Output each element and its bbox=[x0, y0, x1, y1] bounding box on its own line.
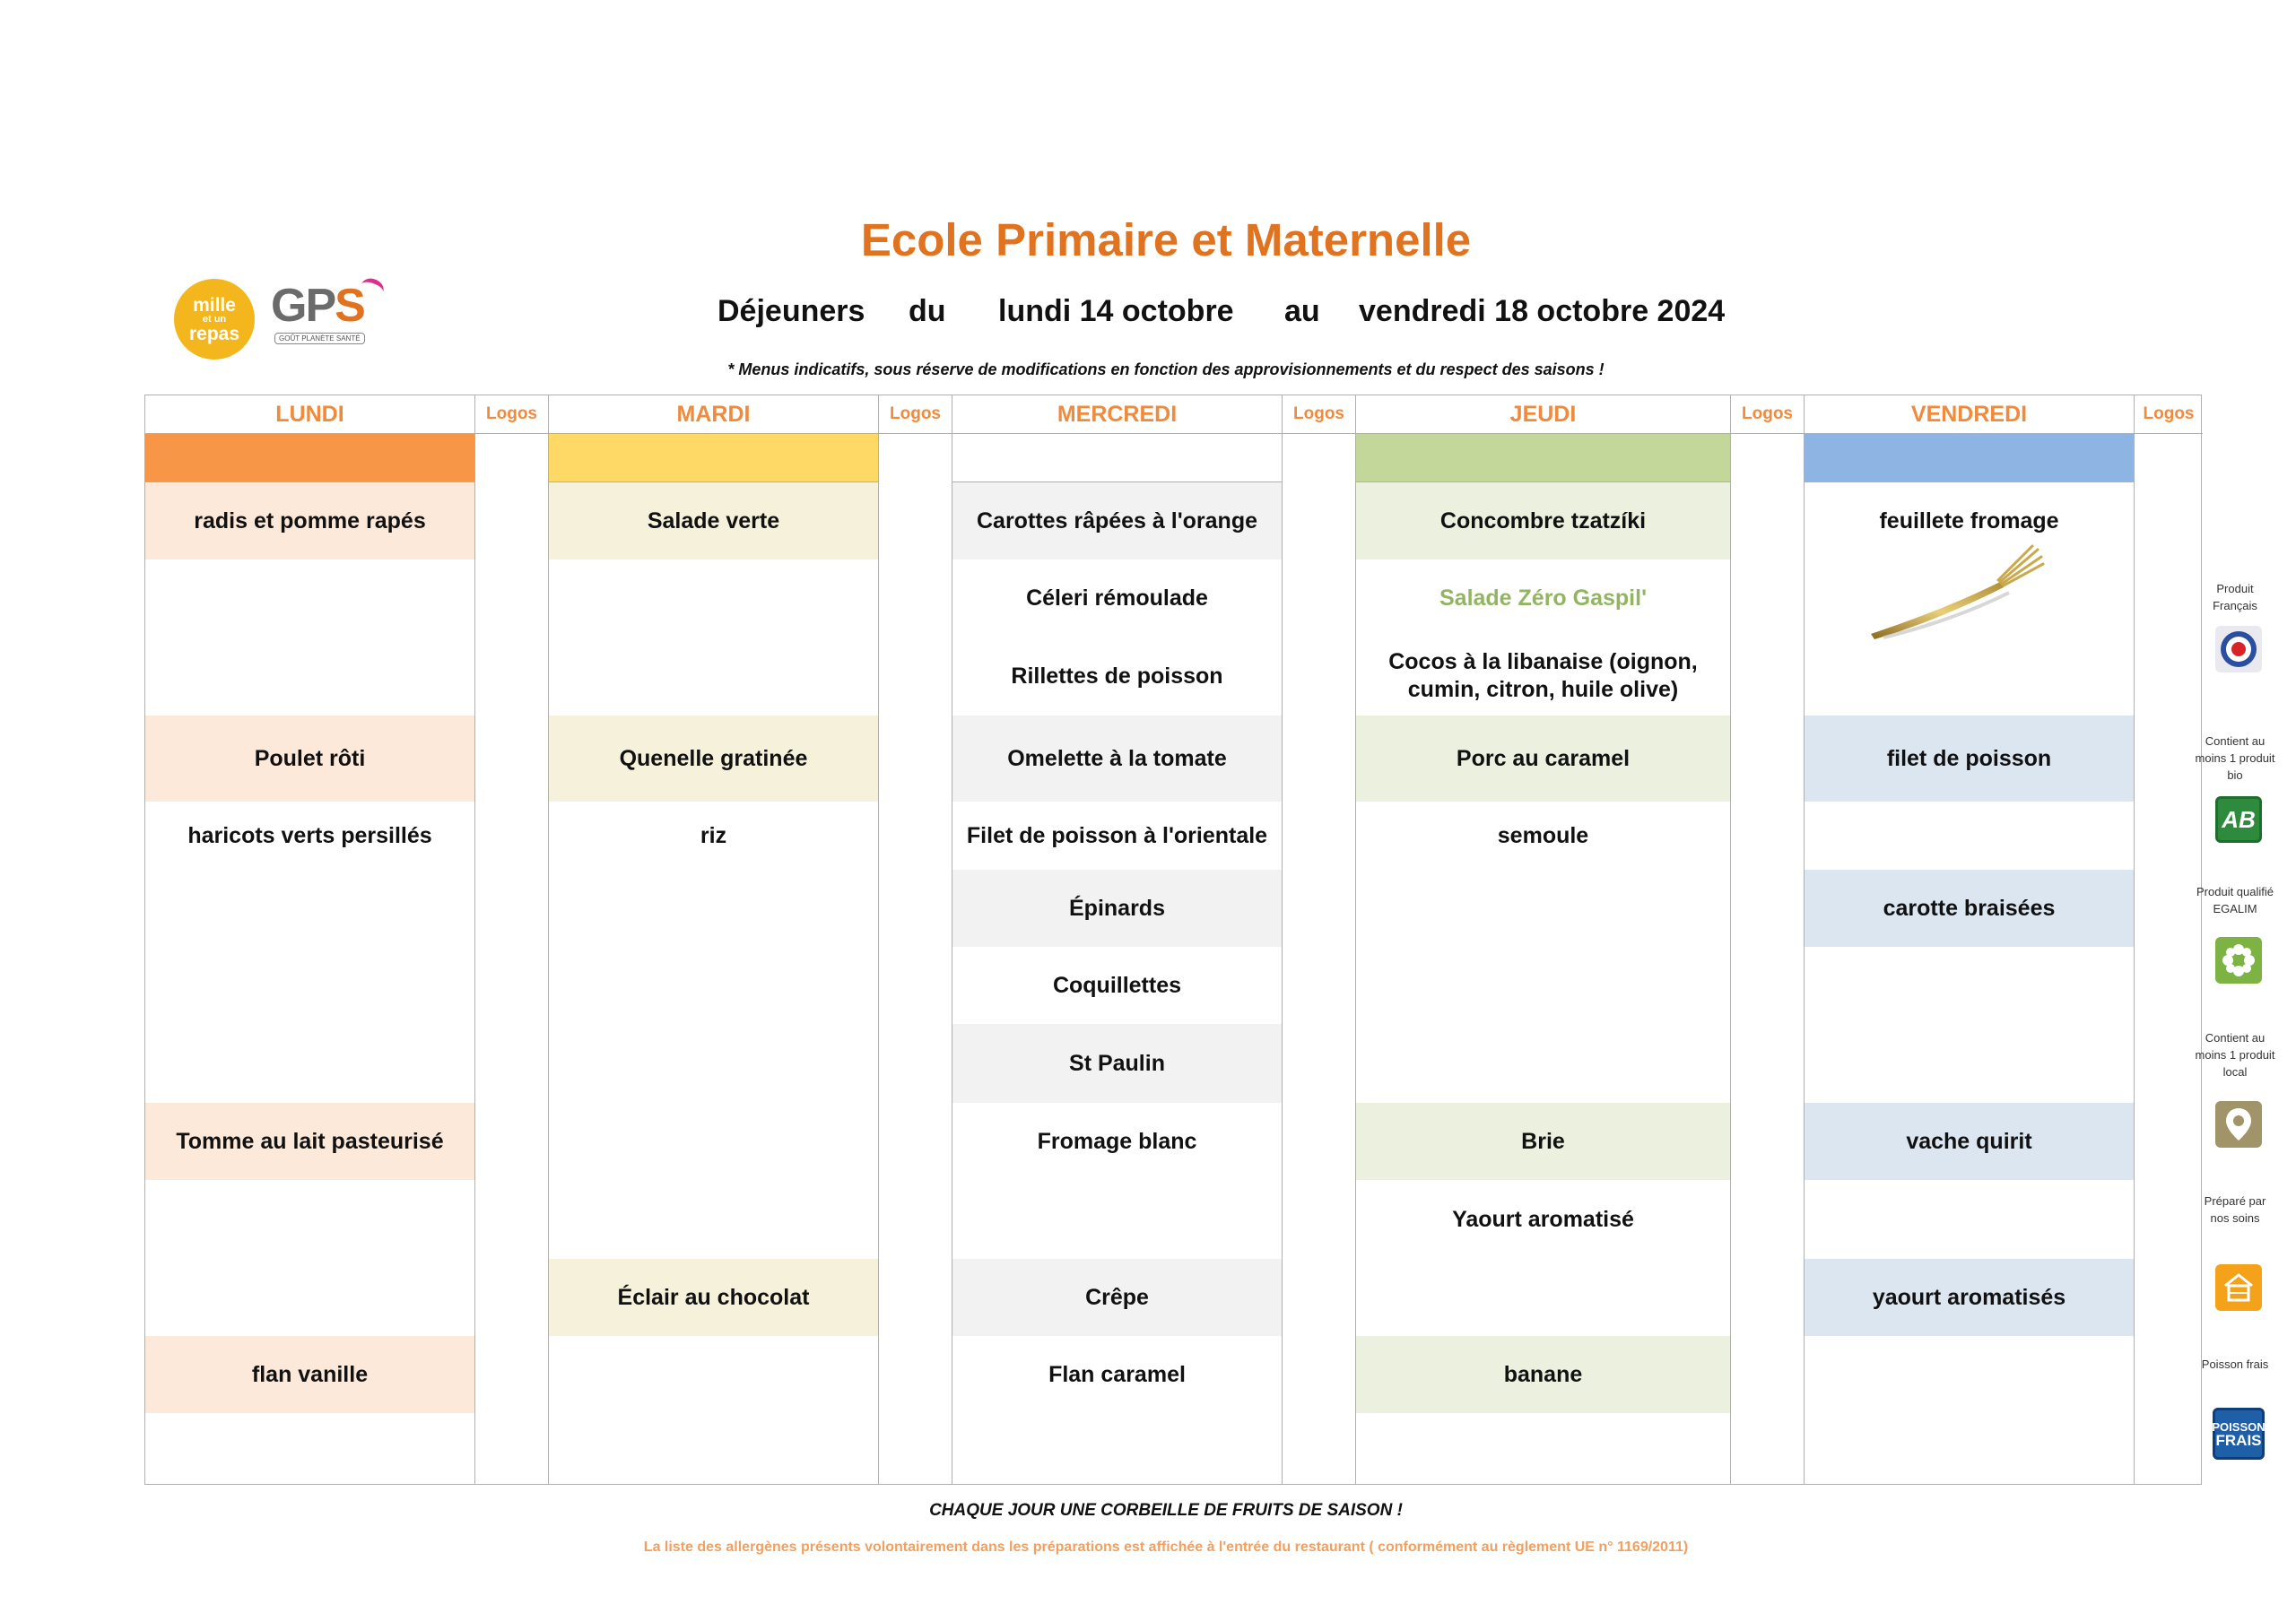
dish: yaourt aromatisés bbox=[1805, 1259, 2134, 1336]
french-cockade-icon bbox=[2215, 626, 2262, 672]
header-jeudi: JEUDI bbox=[1356, 395, 1730, 434]
logo-text: GP bbox=[271, 280, 336, 332]
header-logos: Logos bbox=[2135, 395, 2203, 434]
gps-logo: GPS GOÛT PLANÈTE SANTÉ bbox=[271, 275, 387, 351]
column-logos: Logos bbox=[475, 395, 549, 1484]
dish: Omelette à la tomate bbox=[952, 716, 1282, 802]
dish: Épinards bbox=[952, 870, 1282, 947]
weekly-menu-table: LUNDI radis et pomme rapés Poulet rôti h… bbox=[144, 395, 2203, 1485]
dish: Filet de poisson à l'orientale bbox=[966, 822, 1268, 848]
dish: feuillete fromage bbox=[1879, 507, 2059, 533]
allergens-footer: La liste des allergènes présents volonta… bbox=[643, 1540, 1689, 1555]
ab-text: AB bbox=[2222, 805, 2256, 833]
dish: banane bbox=[1356, 1336, 1730, 1413]
legend-label: Préparé par nos soins bbox=[2204, 1194, 2266, 1225]
dish: Flan caramel bbox=[1048, 1361, 1186, 1387]
dish: Rillettes de poisson bbox=[1011, 663, 1223, 689]
fork-icon bbox=[1871, 544, 2045, 639]
column-jeudi: JEUDI Concombre tzatzíki Salade Zéro Gas… bbox=[1356, 395, 1731, 1484]
legend-label: Produit Français bbox=[2213, 582, 2257, 612]
dish: riz bbox=[700, 822, 727, 848]
legend-label: Contient au moins 1 produit bio bbox=[2195, 734, 2275, 782]
color-band-jeudi bbox=[1356, 434, 1730, 482]
header-logos: Logos bbox=[1731, 395, 1804, 434]
color-band-mercredi bbox=[952, 434, 1282, 482]
dish: Tomme au lait pasteurisé bbox=[145, 1103, 474, 1180]
header-vendredi: VENDREDI bbox=[1805, 395, 2134, 434]
column-logos: Logos bbox=[1731, 395, 1805, 1484]
dish: vache quirit bbox=[1805, 1103, 2134, 1180]
subtitle-dejeuners: Déjeuners bbox=[718, 294, 865, 328]
logo-text: S bbox=[335, 280, 366, 332]
menu-dates: Déjeuners du lundi 14 octobre au vendred… bbox=[0, 294, 2296, 339]
header-mardi: MARDI bbox=[549, 395, 878, 434]
color-band-mardi bbox=[549, 434, 878, 482]
dish: Quenelle gratinée bbox=[549, 716, 878, 802]
dish: Fromage blanc bbox=[1037, 1128, 1197, 1154]
mille-et-un-repas-logo: mille et un repas bbox=[174, 279, 255, 360]
dish: Céleri rémoulade bbox=[1026, 585, 1208, 611]
dish: Crêpe bbox=[952, 1259, 1282, 1336]
dish: Brie bbox=[1356, 1103, 1730, 1180]
dish: radis et pomme rapés bbox=[145, 482, 474, 559]
dish: Salade Zéro Gaspil' bbox=[1439, 585, 1648, 611]
column-vendredi: VENDREDI feuillete fromage filet de pois… bbox=[1805, 395, 2135, 1484]
dish: flan vanille bbox=[145, 1336, 474, 1413]
poisson-text: POISSON bbox=[2212, 1420, 2266, 1434]
dish: Éclair au chocolat bbox=[549, 1259, 878, 1336]
legend-label: Poisson frais bbox=[2201, 1357, 2269, 1371]
dish: Carottes râpées à l'orange bbox=[952, 482, 1282, 559]
dish: carotte braisées bbox=[1805, 870, 2134, 947]
legend-label: Produit qualifié EGALIM bbox=[2196, 885, 2274, 915]
logo-text: repas bbox=[188, 323, 240, 344]
location-pin-icon bbox=[2215, 1101, 2262, 1148]
header-logos: Logos bbox=[879, 395, 952, 434]
ab-bio-icon: AB bbox=[2215, 796, 2262, 843]
logo-text: et un bbox=[202, 313, 227, 325]
dish: Porc au caramel bbox=[1356, 716, 1730, 802]
color-band-lundi bbox=[145, 434, 474, 482]
dish: filet de poisson bbox=[1805, 716, 2134, 802]
column-logos: Logos bbox=[1283, 395, 1356, 1484]
dish: Concombre tzatzíki bbox=[1356, 482, 1730, 559]
subtitle-au: au bbox=[1284, 294, 1320, 328]
dish: Yaourt aromatisé bbox=[1452, 1206, 1634, 1232]
dish: haricots verts persillés bbox=[187, 822, 432, 848]
frais-text: FRAIS bbox=[2215, 1432, 2262, 1449]
page-title: Ecole Primaire et Maternelle bbox=[860, 214, 1472, 265]
disclaimer-note: * Menus indicatifs, sous réserve de modi… bbox=[727, 360, 1605, 378]
legend-label: Contient au moins 1 produit local bbox=[2195, 1031, 2275, 1079]
egalim-flower-icon bbox=[2215, 937, 2262, 984]
house-icon bbox=[2215, 1264, 2262, 1311]
header-mercredi: MERCREDI bbox=[952, 395, 1282, 434]
logo-tagline: GOÛT PLANÈTE SANTÉ bbox=[274, 333, 365, 344]
dish: St Paulin bbox=[952, 1024, 1282, 1103]
color-band-vendredi bbox=[1805, 434, 2134, 482]
dish: Salade verte bbox=[549, 482, 878, 559]
logo-text: mille bbox=[193, 294, 236, 316]
header-logos: Logos bbox=[475, 395, 548, 434]
poisson-frais-icon: POISSON FRAIS bbox=[2212, 1408, 2266, 1460]
column-logos: Logos bbox=[2135, 395, 2203, 1484]
dish: semoule bbox=[1497, 822, 1589, 848]
column-lundi: LUNDI radis et pomme rapés Poulet rôti h… bbox=[145, 395, 475, 1484]
column-mercredi: MERCREDI Carottes râpées à l'orange Céle… bbox=[952, 395, 1283, 1484]
dish: Poulet rôti bbox=[145, 716, 474, 802]
header-logos: Logos bbox=[1283, 395, 1355, 434]
dish: Coquillettes bbox=[1052, 972, 1182, 998]
dish: Cocos à la libanaise (oignon, cumin, cit… bbox=[1388, 649, 1698, 702]
column-logos: Logos bbox=[879, 395, 952, 1484]
subtitle-end-date: vendredi 18 octobre 2024 bbox=[1359, 294, 1726, 328]
subtitle-start-date: lundi 14 octobre bbox=[998, 294, 1234, 328]
fruits-footer: CHAQUE JOUR UNE CORBEILLE DE FRUITS DE S… bbox=[929, 1501, 1403, 1520]
subtitle-du: du bbox=[909, 294, 946, 328]
column-mardi: MARDI Salade verte Quenelle gratinée riz… bbox=[549, 395, 879, 1484]
header-lundi: LUNDI bbox=[145, 395, 474, 434]
